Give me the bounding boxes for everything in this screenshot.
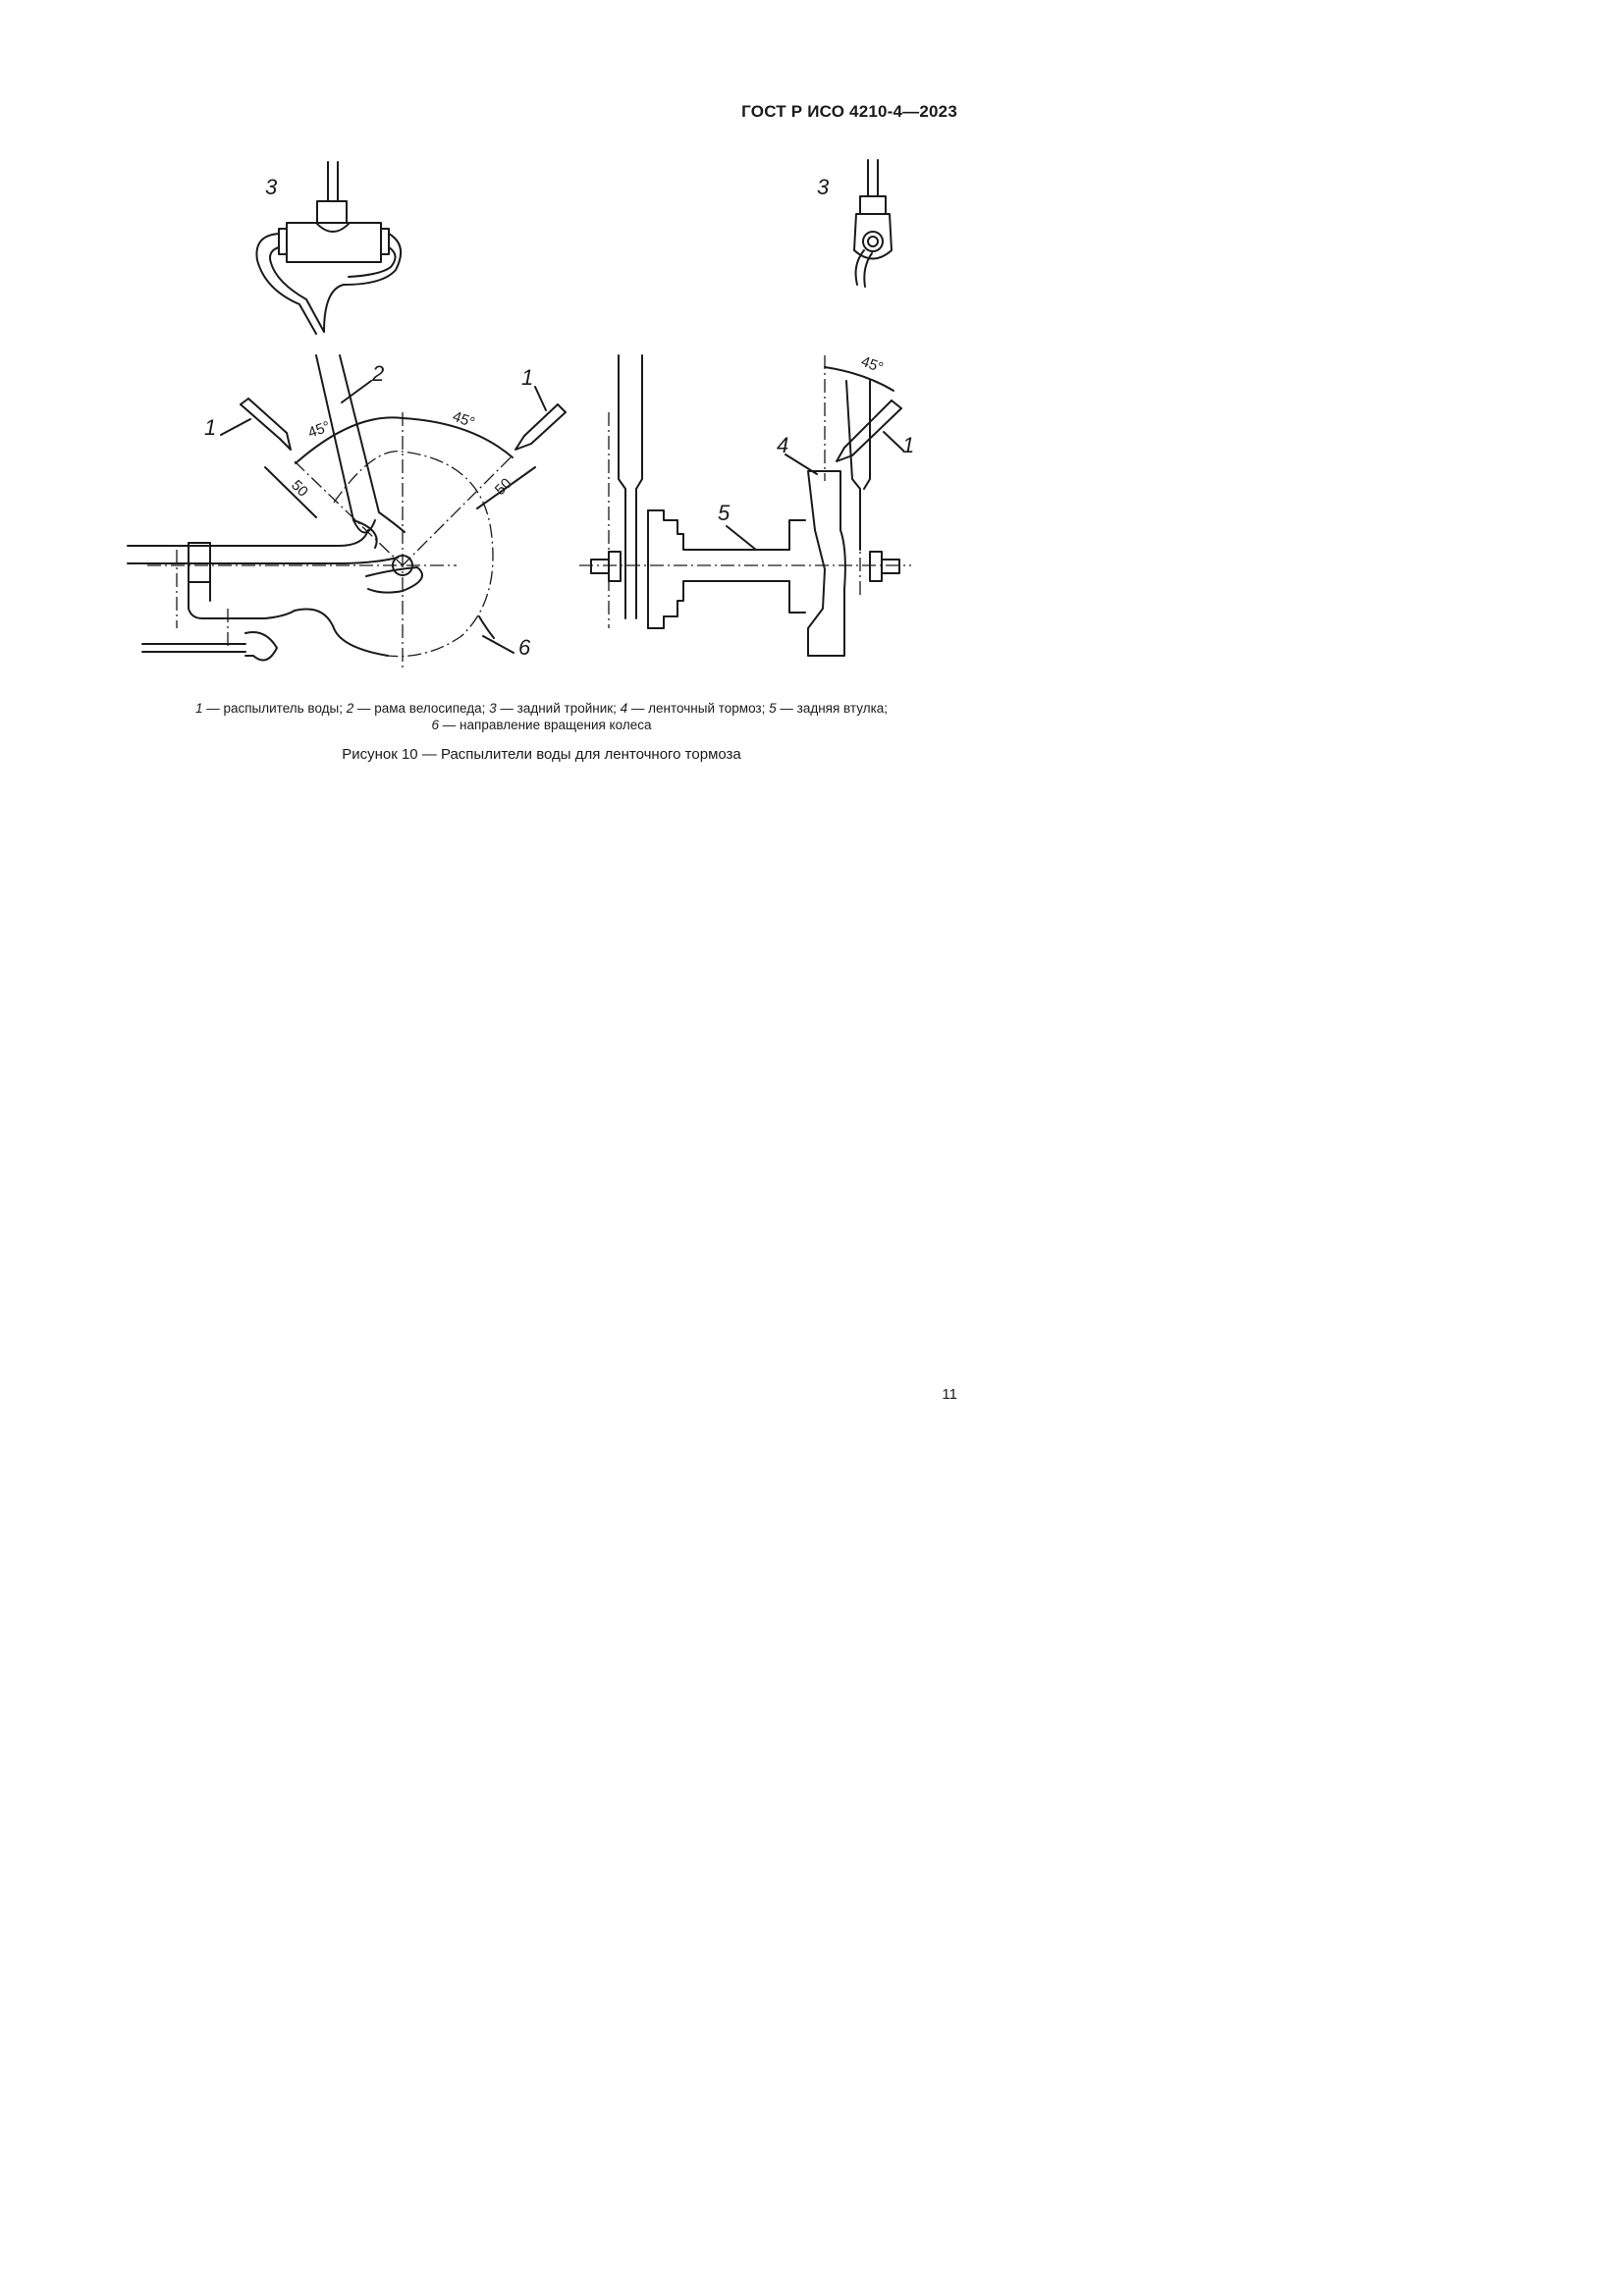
legend-text-3: — задний тройник; (496, 701, 621, 716)
left-view-frame (127, 354, 423, 662)
legend-num-6: 6 (431, 718, 440, 732)
callout-3-left: 3 (265, 175, 278, 199)
rear-tee-front-view (255, 161, 403, 335)
callout-1-mid: 1 (521, 365, 533, 390)
legend-text-1: — распылитель воды; (202, 701, 347, 716)
left-sprayer (240, 398, 292, 451)
legend-num-4: 4 (620, 701, 628, 716)
page-number: 11 (942, 1386, 957, 1403)
callout-5: 5 (718, 501, 731, 525)
callout-2: 2 (371, 361, 384, 386)
dimension-50-left: 50 (288, 477, 311, 501)
callout-6: 6 (518, 635, 531, 660)
legend-num-1: 1 (194, 701, 203, 716)
callout-4: 4 (777, 433, 788, 457)
angle-label-right: 45° (859, 353, 886, 377)
document-id: ГОСТ Р ИСО 4210-4—2023 (741, 102, 957, 121)
legend-text-4: — ленточный тормоз; (627, 701, 770, 716)
technical-drawing: 3 3 1 2 1 1 4 5 6 45° 45° 45° 50 50 (127, 159, 914, 667)
callout-1-left: 1 (204, 415, 216, 440)
legend-text-5: — задняя втулка; (776, 701, 889, 716)
callout-3-right: 3 (817, 175, 830, 199)
rear-tee-side-view (853, 159, 893, 288)
legend-num-2: 2 (346, 701, 354, 716)
angle-label-left: 45° (306, 418, 333, 442)
figure-legend: 1 — распылитель воды; 2 — рама велосипед… (59, 700, 1024, 733)
angle-label-mid: 45° (451, 408, 477, 432)
legend-text-6: — направление вращения колеса (439, 718, 652, 732)
figure-caption: Рисунок 10 — Распылители воды для ленточ… (342, 746, 741, 763)
right-sprayer (514, 403, 567, 451)
callout-1-right: 1 (902, 433, 914, 457)
right-view-hub (590, 354, 904, 657)
legend-num-3: 3 (489, 701, 497, 716)
legend-num-5: 5 (769, 701, 777, 716)
legend-text-2: — рама велосипеда; (353, 701, 490, 716)
